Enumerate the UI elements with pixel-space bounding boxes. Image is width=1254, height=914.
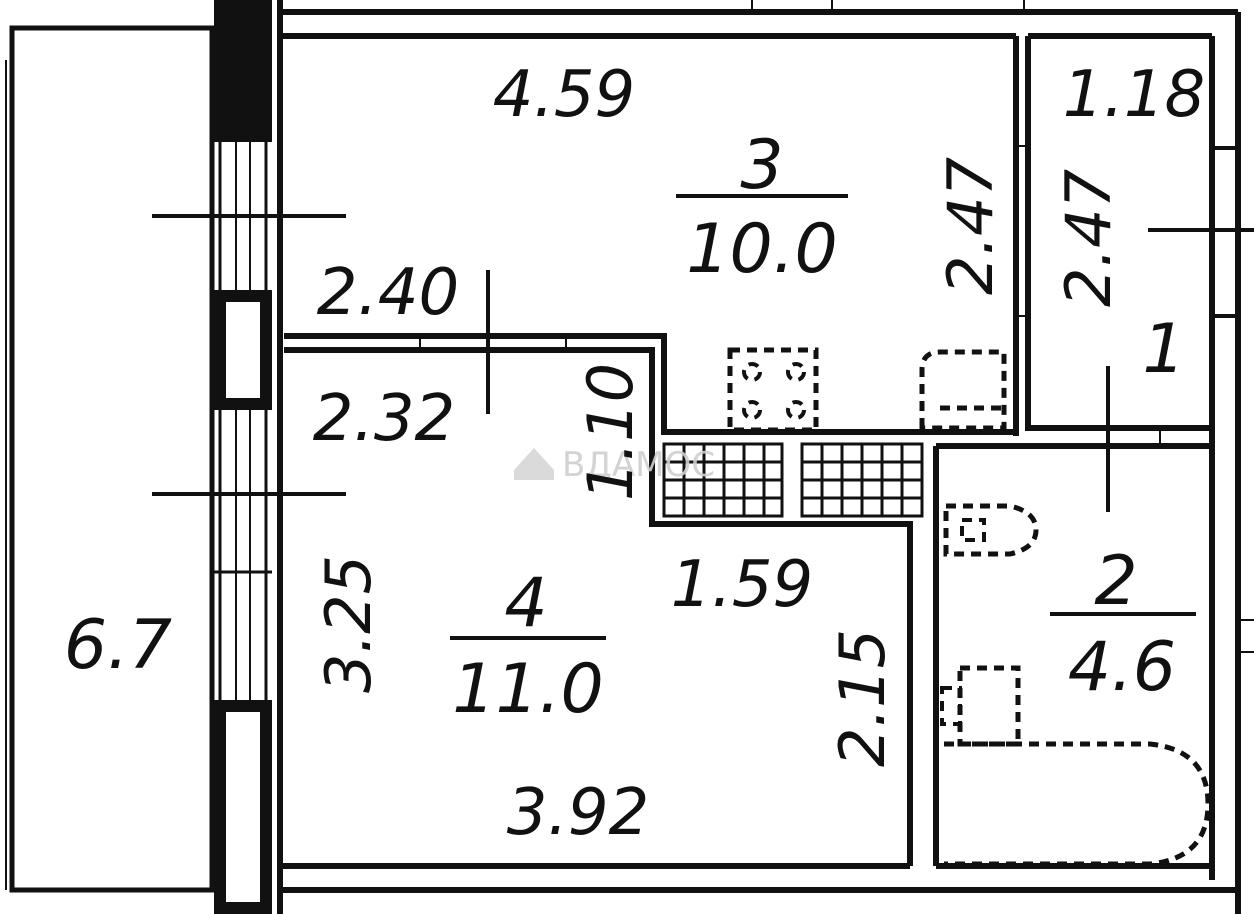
- bathtub-icon: [944, 741, 1211, 867]
- dim-kitchen-height: 2.47: [934, 157, 1007, 295]
- exterior-top-wall: [277, 0, 1238, 914]
- room-number: 1: [1142, 310, 1185, 389]
- dim-kitchen-width: 4.59: [493, 58, 636, 132]
- stove-icon: [727, 347, 819, 433]
- hall-label: 1: [1142, 310, 1185, 389]
- balcony-label: 6.7: [64, 606, 172, 685]
- balcony: [5, 25, 215, 893]
- dim-living-left-height: 3.25: [312, 555, 385, 693]
- bathroom-label: 2 4.6: [1050, 542, 1196, 707]
- room-number: 4: [504, 564, 547, 643]
- dim-corridor-width: 2.40: [317, 256, 460, 330]
- watermark-text: ВДАМОС: [562, 445, 715, 485]
- room-area: 4.6: [1068, 628, 1176, 707]
- toilet-icon: [940, 665, 1021, 747]
- dim-hall-width: 1.18: [1063, 58, 1206, 132]
- living-room-label: 4 11.0: [450, 564, 606, 729]
- interior-walls: [284, 33, 1212, 866]
- room-number: 2: [1094, 542, 1137, 621]
- room-area: 10.0: [686, 210, 837, 289]
- sink-icon: [919, 349, 1007, 431]
- dim-living-inner-width: 1.59: [671, 548, 814, 622]
- dim-hall-height: 2.47: [1052, 169, 1125, 307]
- washbasin-icon: [943, 503, 1039, 557]
- room-number: 3: [740, 126, 783, 205]
- exterior-bottom-wall: [280, 863, 1238, 893]
- dim-living-bottom-width: 3.92: [507, 776, 650, 850]
- dim-living-right-height: 2.15: [826, 629, 899, 767]
- dim-living-step: 1.10: [574, 363, 647, 501]
- balcony-area: 6.7: [64, 606, 172, 685]
- exterior-right-wall: [1148, 12, 1254, 914]
- dim-living-top-width: 2.32: [313, 382, 456, 456]
- watermark: ВДАМОС: [514, 445, 715, 485]
- room-area: 11.0: [452, 650, 603, 729]
- exterior-left-wall: [152, 0, 346, 914]
- kitchen-counter-tiles: [662, 442, 924, 518]
- kitchen-label: 3 10.0: [676, 126, 848, 289]
